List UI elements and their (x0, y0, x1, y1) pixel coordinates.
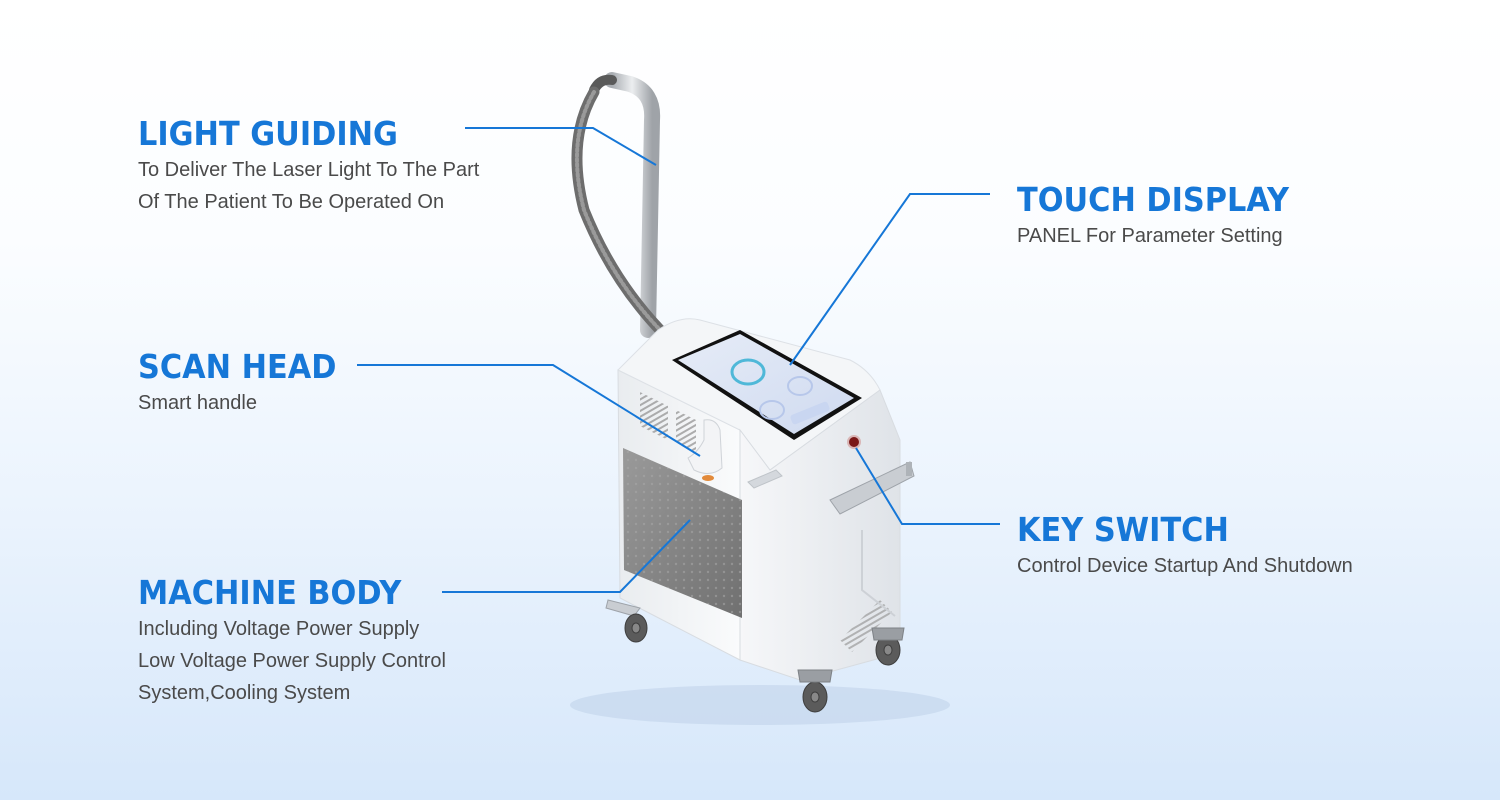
callout-description-line: To Deliver The Laser Light To The Part (138, 159, 480, 181)
callout-description-line: System,Cooling System (138, 682, 351, 704)
scan-head-leader-line (357, 364, 701, 457)
callout-description-line: Control Device Startup And Shutdown (1017, 555, 1353, 577)
callout-touch-display: TOUCH DISPLAY PANEL For Parameter Settin… (1017, 180, 1313, 252)
callout-title: LIGHT GUIDING (138, 114, 398, 153)
callout-machine-body: MACHINE BODY Including Voltage Power Sup… (138, 573, 446, 709)
callout-description: PANEL For Parameter Setting (1017, 220, 1313, 252)
callout-title: KEY SWITCH (1017, 510, 1229, 549)
callout-description: Including Voltage Power Supply Low Volta… (138, 613, 446, 709)
light-guide-arm (604, 72, 661, 338)
callout-description-line: Of The Patient To Be Operated On (138, 191, 445, 213)
callout-description: Control Device Startup And Shutdown (1017, 550, 1353, 582)
callout-description-line: Including Voltage Power Supply (138, 618, 420, 640)
callout-description-line: PANEL For Parameter Setting (1017, 225, 1283, 247)
callout-key-switch: KEY SWITCH Control Device Startup And Sh… (1017, 510, 1353, 582)
callout-description: Smart handle (138, 387, 354, 419)
callout-description-line: Smart handle (138, 392, 257, 414)
touch-display-illustration (672, 330, 862, 440)
callout-description: To Deliver The Laser Light To The Part O… (138, 154, 479, 218)
light-guiding-leader-line (465, 127, 657, 166)
callout-description-line: Low Voltage Power Supply Control (138, 650, 446, 672)
key-switch-leader-line (855, 447, 1000, 525)
callout-light-guiding: LIGHT GUIDING To Deliver The Laser Light… (138, 114, 479, 218)
scan-head-illustration (687, 419, 723, 474)
callout-title: TOUCH DISPLAY (1017, 180, 1289, 219)
caster-wheels (605, 599, 905, 713)
callout-title: SCAN HEAD (138, 347, 337, 386)
touch-display-leader-line (789, 193, 990, 366)
machine-body-leader-line (442, 519, 691, 593)
key-switch-illustration (847, 435, 861, 449)
callout-title: MACHINE BODY (138, 573, 402, 612)
callout-scan-head: SCAN HEAD Smart handle (138, 347, 354, 419)
